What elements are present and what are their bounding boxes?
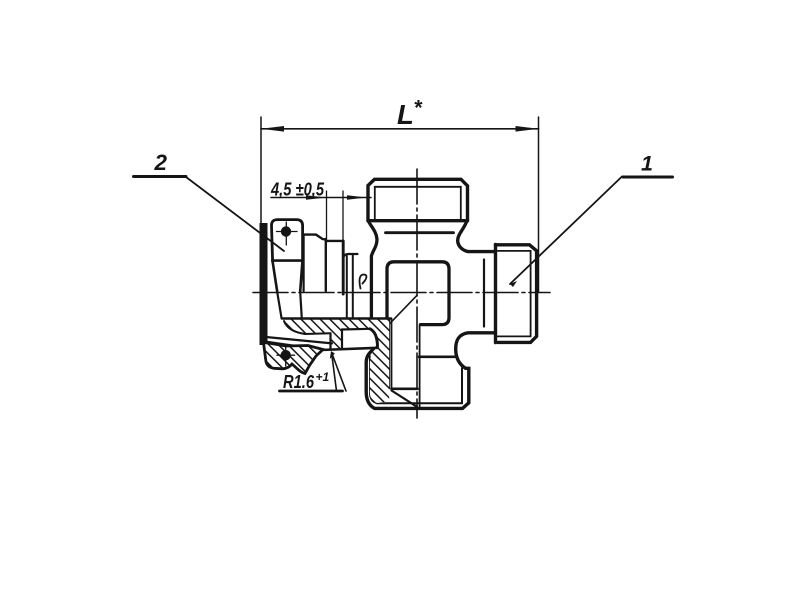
svg-text:1: 1 xyxy=(641,152,653,176)
svg-text:4,5 ±0,5: 4,5 ±0,5 xyxy=(270,179,324,200)
svg-text:2: 2 xyxy=(154,150,168,175)
svg-text:R1.6: R1.6 xyxy=(283,372,315,392)
svg-text:+1: +1 xyxy=(316,370,330,384)
svg-text:L: L xyxy=(397,99,414,130)
svg-text:*: * xyxy=(414,97,423,120)
